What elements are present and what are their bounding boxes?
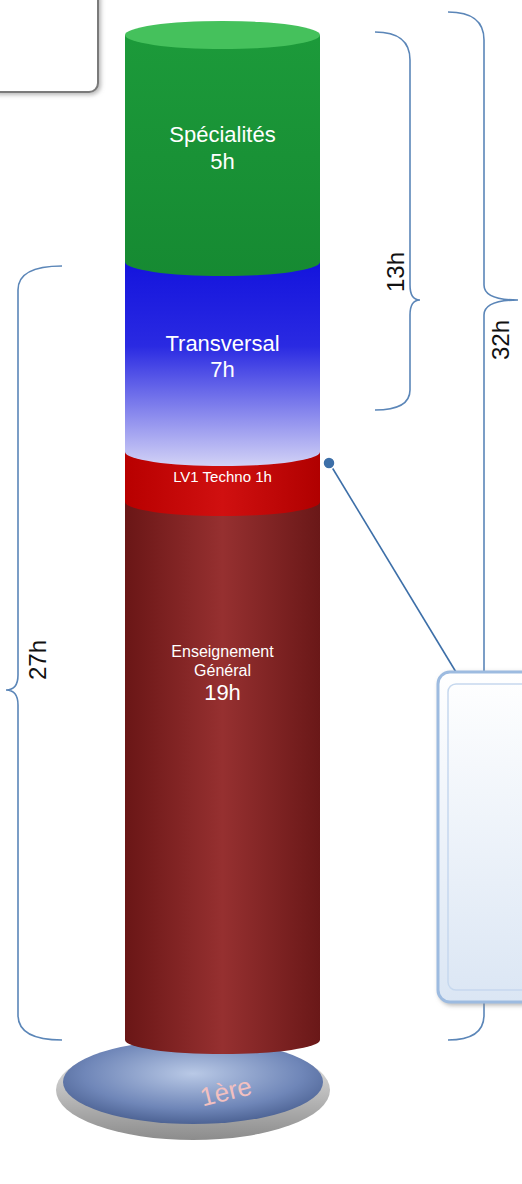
cylinder-segment: Transversal7h bbox=[125, 262, 320, 452]
callout-inner bbox=[448, 684, 522, 990]
leader-line bbox=[330, 464, 462, 682]
callout-box bbox=[438, 672, 522, 1002]
segment-title: Transversal bbox=[165, 331, 279, 357]
segment-body bbox=[125, 488, 320, 1054]
segment-title: Enseignement Général bbox=[158, 642, 288, 680]
segment-title: Spécialités bbox=[169, 122, 275, 148]
segment-title: LV1 Techno 1h bbox=[173, 468, 272, 486]
hours-label: 13h bbox=[382, 252, 410, 292]
base-rim bbox=[56, 1040, 330, 1140]
cylinder-segment: Enseignement Général19h bbox=[125, 502, 320, 1040]
corner-box bbox=[0, 0, 98, 92]
segment-hours: 5h bbox=[210, 149, 234, 175]
segment-hours: 19h bbox=[204, 680, 241, 706]
segment-body bbox=[125, 248, 320, 466]
hours-label: 27h bbox=[24, 640, 52, 680]
base-label: 1ère bbox=[197, 1071, 255, 1114]
segment-cap bbox=[125, 21, 320, 49]
brace bbox=[6, 266, 62, 1040]
segment-shape bbox=[125, 502, 320, 1040]
segment-body bbox=[125, 438, 320, 516]
cylinder-segment: Spécialités5h bbox=[125, 35, 320, 262]
segment-body bbox=[125, 35, 320, 276]
hours-label: 32h bbox=[487, 320, 515, 360]
brace bbox=[375, 32, 420, 410]
segment-hours: 7h bbox=[210, 357, 234, 383]
callout-dot bbox=[323, 457, 335, 469]
